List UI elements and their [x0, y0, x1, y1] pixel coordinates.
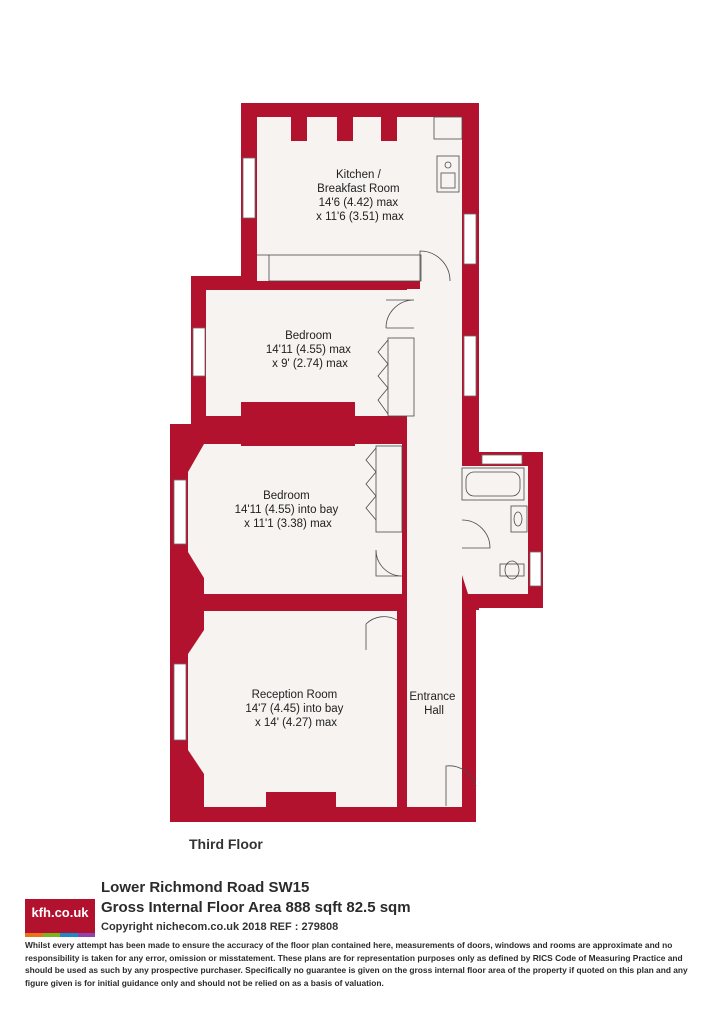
kitchen-line: Breakfast Room: [317, 183, 399, 195]
kitchen-line: x 11'6 (3.51) max: [316, 211, 404, 223]
doors: [365, 250, 491, 806]
floor-area: Gross Internal Floor Area 888 sqft 82.5 …: [101, 899, 411, 916]
hall-floor: [407, 289, 462, 807]
kitchen-window-left: [242, 157, 256, 219]
bay-bedroom2: [188, 444, 204, 578]
bay-reception: [188, 630, 204, 774]
reception-line: x 14' (4.27) max: [255, 717, 337, 729]
bedroom2-line: x 11'1 (3.38) max: [244, 518, 332, 530]
kfh-logo: kfh.co.uk: [25, 899, 95, 933]
bedroom1-line: Bedroom: [285, 330, 332, 342]
bedroom2-line: 14'11 (4.55) into bay: [235, 504, 339, 516]
bedroom2-floor: [204, 444, 402, 594]
logo-bar-segment: [60, 933, 78, 937]
hall-window: [463, 335, 477, 397]
reception-floor: [204, 611, 397, 807]
bath-window-top: [481, 454, 523, 465]
bay-window-bed: [173, 479, 187, 545]
bedroom1-window: [192, 327, 206, 377]
wardrobes: [365, 337, 415, 533]
kitchen-window-right: [463, 213, 477, 265]
hall-line: Entrance: [409, 691, 455, 703]
bathroom-floor: [456, 466, 528, 594]
kitchen-line: 14'6 (4.42) max: [319, 197, 399, 209]
hall-upper-floor: [420, 281, 462, 293]
property-address: Lower Richmond Road SW15: [101, 879, 310, 896]
bedroom2-label: Bedroom 14'11 (4.55) into bay x 11'1 (3.…: [235, 490, 342, 530]
reception-line: Reception Room: [252, 689, 338, 701]
bedroom1-label: Bedroom 14'11 (4.55) max x 9' (2.74) max: [266, 330, 354, 370]
hall-label: Entrance Hall: [409, 691, 458, 717]
room-floors: [188, 117, 528, 807]
reception-line: 14'7 (4.45) into bay: [245, 703, 343, 715]
bay-window-rec: [173, 663, 187, 741]
floor-label: Third Floor: [189, 836, 263, 852]
kitchen-line: Kitchen /: [336, 169, 382, 181]
logo-bar-segment: [25, 933, 43, 937]
bath-window-side: [529, 551, 542, 587]
kitchen-floor: [257, 117, 462, 281]
hall-line: Hall: [424, 705, 444, 717]
reception-chimney: [266, 792, 336, 808]
reception-label: Reception Room 14'7 (4.45) into bay x 14…: [245, 689, 346, 729]
disclaimer: Whilst every attempt has been made to en…: [25, 940, 688, 988]
logo-bar-segment: [42, 933, 60, 937]
kitchen-fittings: [257, 116, 463, 282]
bedroom1-line: x 9' (2.74) max: [272, 358, 348, 370]
bedroom1-line: 14'11 (4.55) max: [266, 344, 351, 356]
chimney-breast: [241, 402, 355, 446]
kitchen-label: Kitchen / Breakfast Room 14'6 (4.42) max…: [316, 169, 404, 223]
bedroom2-line: Bedroom: [263, 490, 310, 502]
logo-color-bar: [25, 933, 95, 937]
logo-text: kfh.co.uk: [31, 905, 89, 920]
floor-plan: Kitchen / Breakfast Room 14'6 (4.42) max…: [170, 103, 543, 822]
windows: [173, 157, 542, 741]
bathroom-fittings: [461, 467, 528, 580]
copyright-ref: Copyright nichecom.co.uk 2018 REF : 2798…: [101, 921, 339, 933]
logo-bar-segment: [77, 933, 95, 937]
